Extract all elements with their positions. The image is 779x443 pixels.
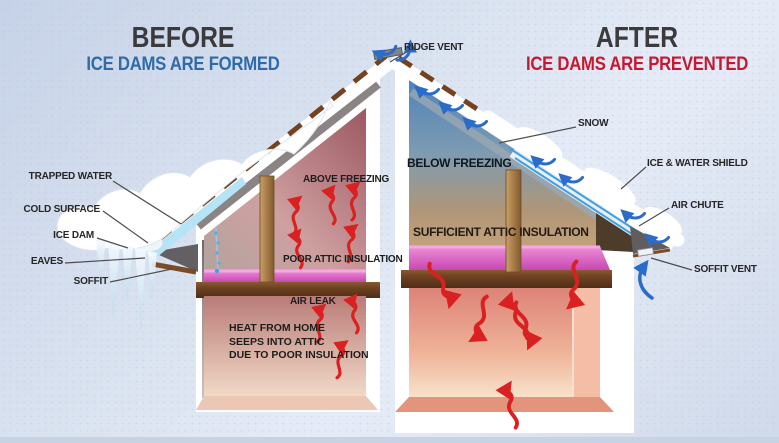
label-poor-attic-insulation: POOR ATTIC INSULATION [283, 254, 403, 265]
label-eaves: EAVES [30, 256, 63, 267]
label-ice-water-shield: ICE & WATER SHIELD [647, 158, 748, 169]
label-soffit: SOFFIT [73, 276, 109, 287]
after-house-art [373, 40, 685, 433]
label-below-freezing: BELOW FREEZING [407, 156, 512, 170]
heat-note-line-2: SEEPS INTO ATTIC [229, 335, 325, 348]
before-subtitle: ICE DAMS ARE FORMED [86, 54, 280, 75]
label-ice-dam: ICE DAM [53, 230, 94, 241]
label-soffit-vent: SOFFIT VENT [694, 264, 757, 275]
heat-note-line-3: DUE TO POOR INSULATION [229, 349, 369, 362]
label-above-freezing: ABOVE FREEZING [303, 174, 390, 185]
trapped-water-pool [150, 177, 246, 258]
before-house-art [56, 54, 395, 412]
after-title: AFTER [595, 22, 679, 54]
label-air-leak: AIR LEAK [290, 296, 336, 307]
after-header: AFTER ICE DAMS ARE PREVENTED [508, 24, 766, 76]
label-air-chute: AIR CHUTE [671, 200, 724, 211]
before-title: BEFORE [131, 22, 235, 54]
melt-water-drip [214, 227, 221, 274]
label-cold-surface: COLD SURFACE [23, 204, 101, 215]
leader-lines [64, 49, 693, 283]
label-trapped-water: TRAPPED WATER [28, 171, 113, 182]
heat-note-line-1: HEAT FROM HOME [229, 322, 326, 334]
after-subtitle: ICE DAMS ARE PREVENTED [525, 54, 749, 75]
label-snow: SNOW [578, 118, 609, 129]
label-sufficient-attic-insulation: SUFFICIENT ATTIC INSULATION [413, 225, 589, 239]
airflow-arrows [378, 40, 669, 300]
bottom-strip [0, 437, 779, 443]
before-header: BEFORE ICE DAMS ARE FORMED [58, 24, 308, 76]
label-heat-note: HEAT FROM HOME SEEPS INTO ATTIC DUE TO P… [229, 322, 369, 363]
label-ridge-vent: RIDGE VENT [404, 42, 464, 53]
